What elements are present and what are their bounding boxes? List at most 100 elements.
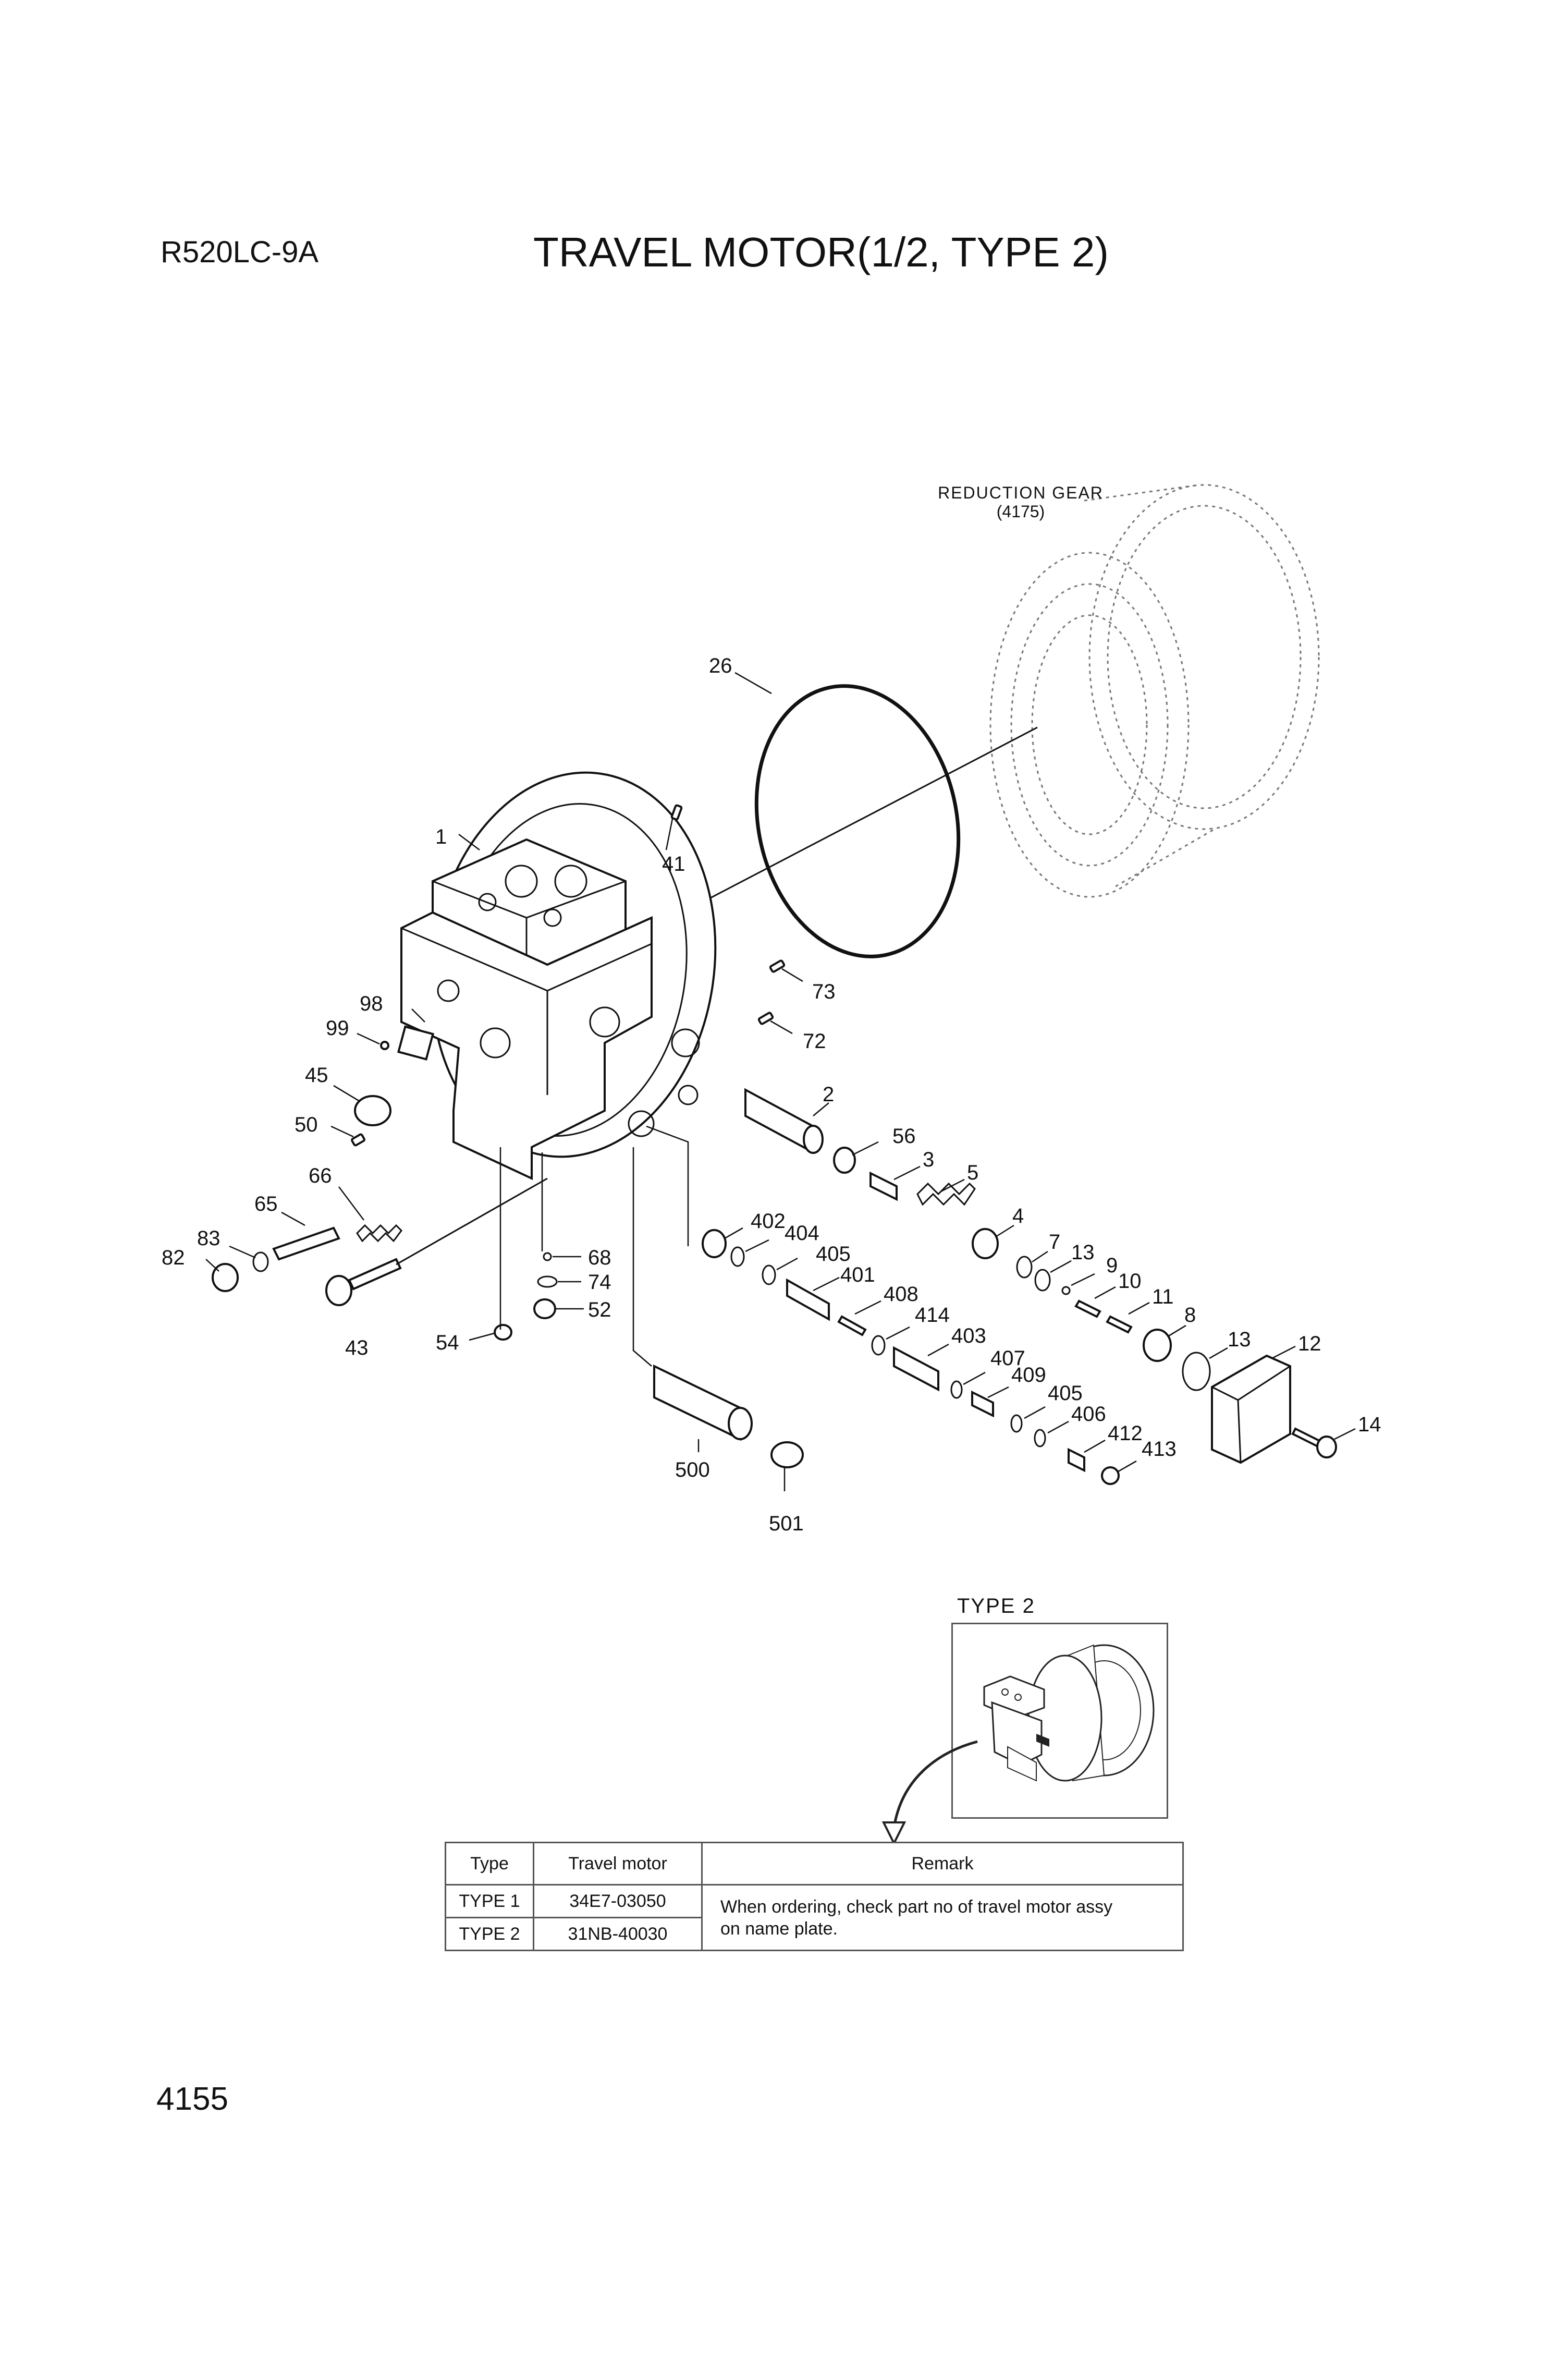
o-ring-26	[754, 684, 961, 958]
leader-54	[469, 1332, 495, 1341]
leader-66	[338, 1186, 364, 1221]
label-10: 10	[1118, 1270, 1142, 1293]
label-414: 414	[915, 1304, 950, 1327]
leader-401	[813, 1276, 840, 1292]
type-cell: TYPE 2	[445, 1917, 534, 1951]
o-ring-13b	[1182, 1352, 1211, 1391]
spring-5	[916, 1182, 976, 1206]
reduction-gear-ref: (4175)	[997, 502, 1045, 521]
leader-406	[1047, 1420, 1069, 1434]
leader-72	[770, 1020, 793, 1035]
plug-45	[354, 1095, 391, 1126]
leader-9	[1071, 1273, 1095, 1286]
label-500: 500	[675, 1458, 710, 1481]
o-ring-405b	[1010, 1414, 1023, 1433]
stopper-3	[869, 1171, 898, 1201]
leader-3	[893, 1165, 921, 1181]
leader-402	[724, 1227, 743, 1239]
type2-pointer-arrow	[881, 1740, 978, 1846]
col-header-remark: Remark	[701, 1842, 1184, 1886]
seat-56	[833, 1147, 856, 1174]
pin-11	[1106, 1315, 1133, 1334]
leader-412	[1084, 1439, 1106, 1453]
plug-412	[1068, 1447, 1085, 1473]
remark-line: When ordering, check part no of travel m…	[720, 1896, 1113, 1917]
leader-407	[963, 1371, 986, 1385]
ball-68	[543, 1252, 552, 1261]
leader-405a	[776, 1257, 798, 1271]
label-41: 41	[662, 853, 685, 875]
leader-12	[1271, 1345, 1296, 1359]
label-12: 12	[1298, 1332, 1321, 1355]
label-43: 43	[345, 1336, 369, 1359]
table-header-row: Type Travel motor Remark	[445, 1842, 1184, 1886]
spring-66	[356, 1224, 402, 1243]
label-13b: 13	[1228, 1328, 1251, 1351]
screw-72	[757, 1012, 774, 1025]
ball-9	[1061, 1286, 1071, 1295]
pin-41	[670, 804, 683, 821]
label-66: 66	[309, 1164, 332, 1187]
o-ring-13a	[1034, 1269, 1051, 1292]
leader-26	[734, 672, 772, 695]
leader-408	[854, 1300, 881, 1315]
plug-52	[533, 1298, 556, 1319]
label-98: 98	[360, 992, 383, 1015]
label-405b: 405	[1048, 1382, 1083, 1405]
leader-82	[205, 1259, 219, 1272]
leader-14	[1334, 1428, 1356, 1440]
remark-line: on name plate.	[720, 1918, 838, 1939]
label-402: 402	[751, 1210, 786, 1233]
label-11: 11	[1152, 1285, 1174, 1308]
spool-2	[744, 1088, 824, 1154]
plug-401	[786, 1278, 830, 1321]
label-14: 14	[1358, 1413, 1381, 1436]
leader-11	[1128, 1301, 1150, 1315]
plug-82	[212, 1263, 239, 1292]
leader-403	[927, 1343, 949, 1357]
guide-line-500	[632, 1147, 652, 1367]
leader-7	[1032, 1250, 1048, 1263]
leader-65	[281, 1211, 305, 1226]
label-82: 82	[162, 1246, 185, 1269]
label-412: 412	[1108, 1422, 1143, 1445]
leader-404	[745, 1239, 769, 1252]
bolt-14	[1291, 1427, 1337, 1458]
label-72: 72	[803, 1030, 826, 1053]
o-ring-414	[871, 1335, 886, 1356]
cap-501	[770, 1441, 804, 1468]
remark-cell: When ordering, check part no of travel m…	[701, 1884, 1184, 1951]
exploded-parts-diagram: REDUCTION GEAR (4175)	[162, 483, 1381, 1535]
leader-50	[330, 1125, 354, 1138]
spring-408	[837, 1315, 867, 1336]
label-406: 406	[1071, 1403, 1106, 1426]
nut-413	[1101, 1466, 1120, 1485]
label-413: 413	[1142, 1438, 1177, 1461]
label-403: 403	[951, 1324, 986, 1347]
table-row: TYPE 1 34E7-03050 When ordering, check p…	[445, 1884, 1184, 1951]
o-ring-404	[730, 1246, 745, 1267]
reduction-gear-phantom	[989, 484, 1320, 898]
label-45: 45	[305, 1064, 328, 1087]
label-404: 404	[785, 1222, 819, 1245]
label-407: 407	[990, 1347, 1025, 1370]
label-9: 9	[1106, 1254, 1118, 1277]
label-26: 26	[709, 654, 732, 677]
leader-405b	[1024, 1406, 1046, 1419]
leader-45	[333, 1085, 360, 1102]
label-68: 68	[588, 1246, 611, 1269]
leader-83	[229, 1245, 256, 1259]
guide-line-402	[646, 1125, 689, 1246]
type2-thumbnail	[983, 1644, 1155, 1782]
label-405a: 405	[816, 1243, 851, 1266]
label-73: 73	[812, 980, 836, 1003]
leader-1	[458, 834, 480, 850]
col-header-type: Type	[445, 1842, 534, 1886]
label-401: 401	[840, 1263, 875, 1286]
model-code: R520LC-9A	[161, 235, 319, 269]
plug-54	[494, 1324, 512, 1341]
type-cell: TYPE 1	[445, 1884, 534, 1918]
page-title: TRAVEL MOTOR(1/2, TYPE 2)	[533, 229, 1109, 275]
leader-41	[665, 818, 673, 850]
page-number: 4155	[156, 2081, 228, 2117]
